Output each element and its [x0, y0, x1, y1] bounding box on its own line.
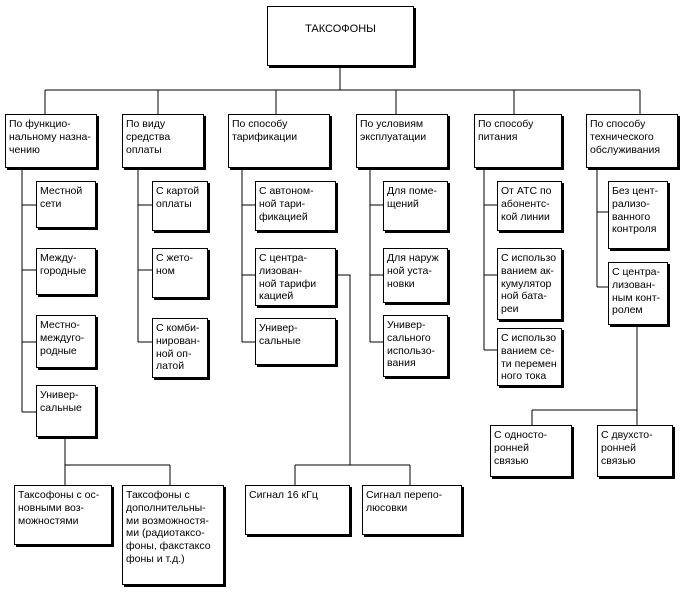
power-battery: С использо ванием ак- кумулятор ной бата… [497, 248, 562, 320]
power-ac-mains: С использо ванием се- ти перемен ного то… [497, 328, 562, 386]
maintenance-two-way: С двухсто- ронней связью [597, 425, 673, 477]
conditions-universal: Универ- сального использо- вания [383, 315, 448, 377]
tariff-signal-16khz: Сигнал 16 кГц [245, 485, 350, 535]
conditions-outdoor: Для наруж ной уста- новки [383, 248, 448, 303]
maintenance-no-central-control: Без цент- рализо- ванного контроля [608, 181, 668, 249]
category-functional: По функцио- нальному назна- чению [5, 114, 97, 168]
functional-local: Местной сети [36, 181, 96, 228]
category-maintenance: По способу технического обслуживания [586, 114, 678, 168]
payment-combined: С комби- нирован- ной оп- латой [152, 318, 208, 378]
root-node: ТАКСОФОНЫ [267, 6, 414, 66]
tariff-centralized: С центра- лизован- ной тарифи кацией [255, 248, 336, 306]
maintenance-central-control: С центра- лизован- ным конт- ролем [608, 262, 668, 325]
category-conditions: По условиям эксплуатации [356, 114, 448, 168]
functional-extended-payphones: Таксофоны с дополнительны- ми возможност… [122, 485, 224, 585]
functional-long-distance: Между- городные [36, 248, 96, 295]
payment-token: С жето- ном [152, 248, 208, 298]
functional-local-long-distance: Местно- междуго- родные [36, 315, 96, 368]
category-tariff: По способу тарификации [228, 114, 330, 168]
category-power: По способу питания [474, 114, 562, 168]
maintenance-one-way: С односто- ронней связью [490, 425, 572, 477]
functional-universal: Универ- сальные [36, 385, 96, 437]
power-exchange-line: От АТС по абонентс- кой линии [497, 181, 562, 231]
tariff-autonomous: С автоном- ной тари- фикацией [255, 181, 336, 231]
tariff-signal-polarity: Сигнал перепо- люсовки [362, 485, 462, 535]
payment-card: С картой оплаты [152, 181, 208, 231]
conditions-indoor: Для поме- щений [383, 181, 448, 231]
category-payment: По виду средства оплаты [122, 114, 204, 168]
functional-basic-payphones: Таксофоны с ос- новными воз- можностями [14, 485, 112, 545]
tariff-universal: Универ- сальные [255, 318, 336, 365]
